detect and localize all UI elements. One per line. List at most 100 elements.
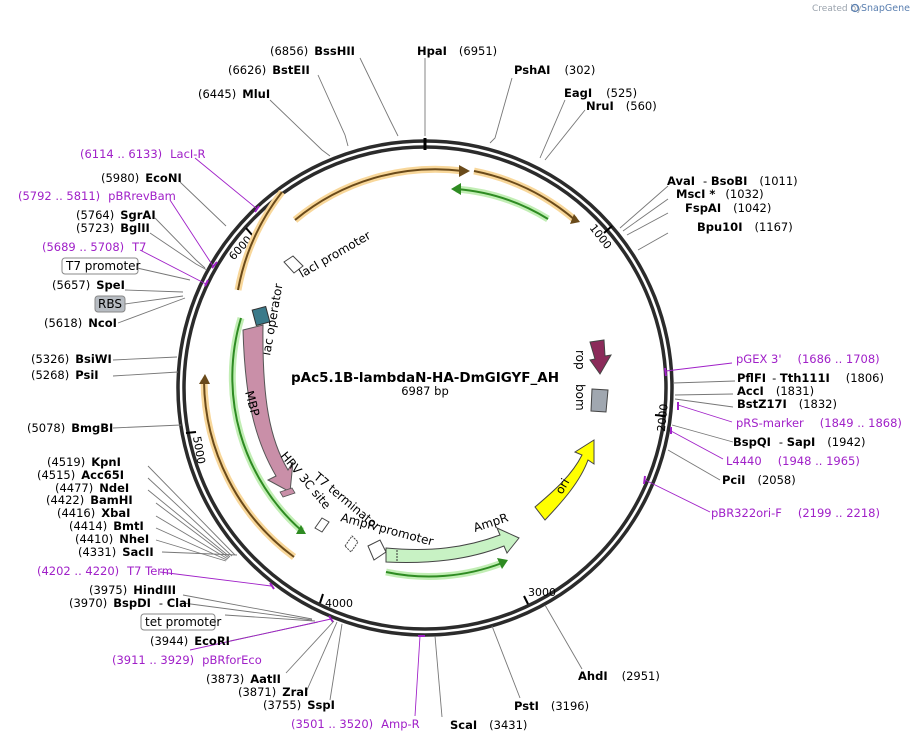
tick-label-5000: 5000 xyxy=(190,435,208,465)
enzyme-label-bsshii[interactable]: (6856)BssHII xyxy=(270,44,355,58)
bom-block xyxy=(590,388,609,413)
enzyme-label-bmgbi[interactable]: (5078)BmgBI xyxy=(27,421,113,435)
enzyme-label-pshai[interactable]: PshAI(302) xyxy=(514,63,595,77)
orf-left-lower-arrowhead-icon xyxy=(199,374,210,384)
primer-label-l4440[interactable]: L4440(1948 .. 1965) xyxy=(726,454,860,468)
ori-label: ori xyxy=(552,476,572,497)
bom-label: bom xyxy=(573,384,587,411)
primer-label-pbrforeco[interactable]: (3911 .. 3929)pBRforEco xyxy=(112,653,262,667)
enzyme-label-econi[interactable]: (5980)EcoNI xyxy=(101,171,182,185)
enzyme-label-ecori[interactable]: (3944)EcoRI xyxy=(150,634,230,648)
hrv-block xyxy=(279,487,296,498)
enzyme-label-bamhi[interactable]: (4422)BamHI xyxy=(46,493,133,507)
tick-5000 xyxy=(185,431,197,434)
ampr-arrow xyxy=(385,527,520,563)
enzyme-label-pcii[interactable]: PciI(2058) xyxy=(722,473,796,487)
enzyme-label-ndei[interactable]: (4477)NdeI xyxy=(55,481,129,495)
enzyme-label-hindiii[interactable]: (3975)HindIII xyxy=(89,583,176,597)
tet-promoter-label: tet promoter xyxy=(145,615,221,629)
enzyme-label-ncoi[interactable]: (5618)NcoI xyxy=(44,316,117,330)
enzyme-label-bglii[interactable]: (5723)BglII xyxy=(76,221,150,235)
primer-label-pgex3[interactable]: pGEX 3'(1686 .. 1708) xyxy=(736,352,880,366)
enzyme-label-acc65i[interactable]: (4515)Acc65I xyxy=(37,468,124,482)
enzyme-label-bpu10i[interactable]: Bpu10I(1167) xyxy=(697,220,793,234)
enzyme-label-kpni[interactable]: (4519)KpnI xyxy=(47,455,121,469)
primer-label-prs-marker[interactable]: pRS-marker(1849 .. 1868) xyxy=(736,416,902,430)
enzyme-label-psti[interactable]: PstI(3196) xyxy=(514,699,589,713)
enzyme-label-sacii[interactable]: (4331)SacII xyxy=(78,545,154,559)
enzyme-label-spei[interactable]: (5657)SpeI xyxy=(52,278,125,292)
tick-1000 xyxy=(603,225,613,234)
primer-label-pbrrevbam[interactable]: (5792 .. 5811)pBRrevBam xyxy=(18,189,176,203)
orf-green-left-arrowhead-icon xyxy=(296,525,306,534)
t7-promoter-box[interactable] xyxy=(61,257,139,275)
primer-marks xyxy=(204,205,679,637)
mbp-feature[interactable]: MBP xyxy=(242,324,294,493)
enzyme-label-sspi[interactable]: (3755)SspI xyxy=(263,698,335,712)
orf-green-left xyxy=(231,317,303,532)
rbs-box[interactable] xyxy=(94,295,126,313)
enzyme-label-aatii[interactable]: (3873)AatII xyxy=(206,672,281,686)
rop-arrow-icon xyxy=(589,339,612,375)
primer-label-laci-r[interactable]: (6114 .. 6133)LacI-R xyxy=(80,147,205,161)
primer-mark-laci-r xyxy=(254,205,260,213)
primer-label-pbr322ori[interactable]: pBR322ori-F(2199 .. 2218) xyxy=(711,506,880,520)
plasmid-name: pAc5.1B-lambdaN-HA-DmGIGYF_AH xyxy=(291,370,559,386)
enzyme-label-nrui[interactable]: NruI(560) xyxy=(586,99,657,113)
primer-leader-lines xyxy=(139,157,733,717)
tick-label-4000: 4000 xyxy=(325,597,353,610)
laci-promoter-label: lacI promoter xyxy=(297,228,374,280)
orf-left-upper xyxy=(237,191,283,291)
primer-mark-t7term xyxy=(269,582,275,590)
enzyme-label-xbai[interactable]: (4416)XbaI xyxy=(57,506,130,520)
enzyme-label-avai[interactable]: AvaI- BsoBI(1011) xyxy=(667,174,798,188)
orf-top-right xyxy=(473,170,576,221)
bom-feature[interactable]: bom xyxy=(573,384,609,413)
enzyme-label-zrai[interactable]: (3871)ZraI xyxy=(238,685,308,699)
ampr-promoter-icon xyxy=(344,535,359,553)
primer-mark-t7 xyxy=(204,279,209,287)
ori-arrow xyxy=(534,439,595,521)
enzyme-label-bsiwi[interactable]: (5326)BsiWI xyxy=(31,352,112,366)
enzyme-label-msci[interactable]: MscI *(1032) xyxy=(676,187,764,201)
enzyme-label-bspqi[interactable]: BspQI- SapI(1942) xyxy=(733,435,866,449)
snapgene-logo-icon xyxy=(850,3,860,13)
enzyme-label-bmti[interactable]: (4414)BmtI xyxy=(69,519,144,533)
tick-2000 xyxy=(654,414,666,417)
tick-4000 xyxy=(319,593,324,604)
enzyme-label-mlui[interactable]: (6445)MluI xyxy=(198,87,270,101)
enzyme-label-pflfi[interactable]: PflFI- Tth111I(1806) xyxy=(737,371,884,385)
lac-i-promoter-feature[interactable]: lacI promoter xyxy=(283,228,374,281)
orf-arcs xyxy=(199,165,580,580)
orf-green-bottom-arrowhead-icon xyxy=(497,558,508,569)
enzyme-label-ahdi[interactable]: AhdI(2951) xyxy=(578,669,660,683)
primer-mark-pbrrevbam xyxy=(211,261,218,269)
rop-label: rop xyxy=(573,350,587,370)
rbs-label: RBS xyxy=(98,297,122,311)
tet-promoter-box[interactable] xyxy=(140,613,216,631)
primer-label-t7-term[interactable]: (4202 .. 4220)T7 Term xyxy=(37,564,173,578)
rop-feature[interactable]: rop xyxy=(573,339,612,375)
enzyme-label-hpai[interactable]: HpaI(6951) xyxy=(417,44,497,58)
enzyme-label-acci[interactable]: AccI(1831) xyxy=(737,384,814,398)
enzyme-label-bsteii[interactable]: (6626)BstEII xyxy=(228,63,310,77)
tick-label-2000: 2000 xyxy=(655,403,671,432)
primer-label-amp-r[interactable]: (3501 .. 3520)Amp-R xyxy=(291,717,420,731)
enzyme-label-eagi[interactable]: EagI(525) xyxy=(564,86,637,100)
t7-terminator-icon xyxy=(314,517,330,533)
orf-top-left-arrowhead-icon xyxy=(459,165,470,177)
enzyme-label-psii[interactable]: (5268)PsiI xyxy=(31,368,99,382)
orf-left-lower xyxy=(203,379,295,558)
enzyme-label-bspdi[interactable]: (3970)BspDI- ClaI xyxy=(69,596,191,610)
tick-marks: 1000 2000 3000 4000 5000 6000 xyxy=(185,222,671,610)
plasmid-size: 6987 bp xyxy=(401,384,449,398)
primer-label-t7[interactable]: (5689 .. 5708)T7 xyxy=(42,240,146,254)
ori-feature[interactable]: ori xyxy=(534,439,595,521)
enzyme-label-bstz17i[interactable]: BstZ17I(1832) xyxy=(737,397,837,411)
enzyme-label-fspai[interactable]: FspAI(1042) xyxy=(685,201,771,215)
lac-operator-block xyxy=(251,305,271,327)
enzyme-label-sgrai[interactable]: (5764)SgrAI xyxy=(76,208,156,222)
enzyme-label-scai[interactable]: ScaI(3431) xyxy=(450,718,527,732)
enzyme-label-nhei[interactable]: (4410)NheI xyxy=(75,532,149,546)
t7-promoter-label: T7 promoter xyxy=(65,259,141,273)
